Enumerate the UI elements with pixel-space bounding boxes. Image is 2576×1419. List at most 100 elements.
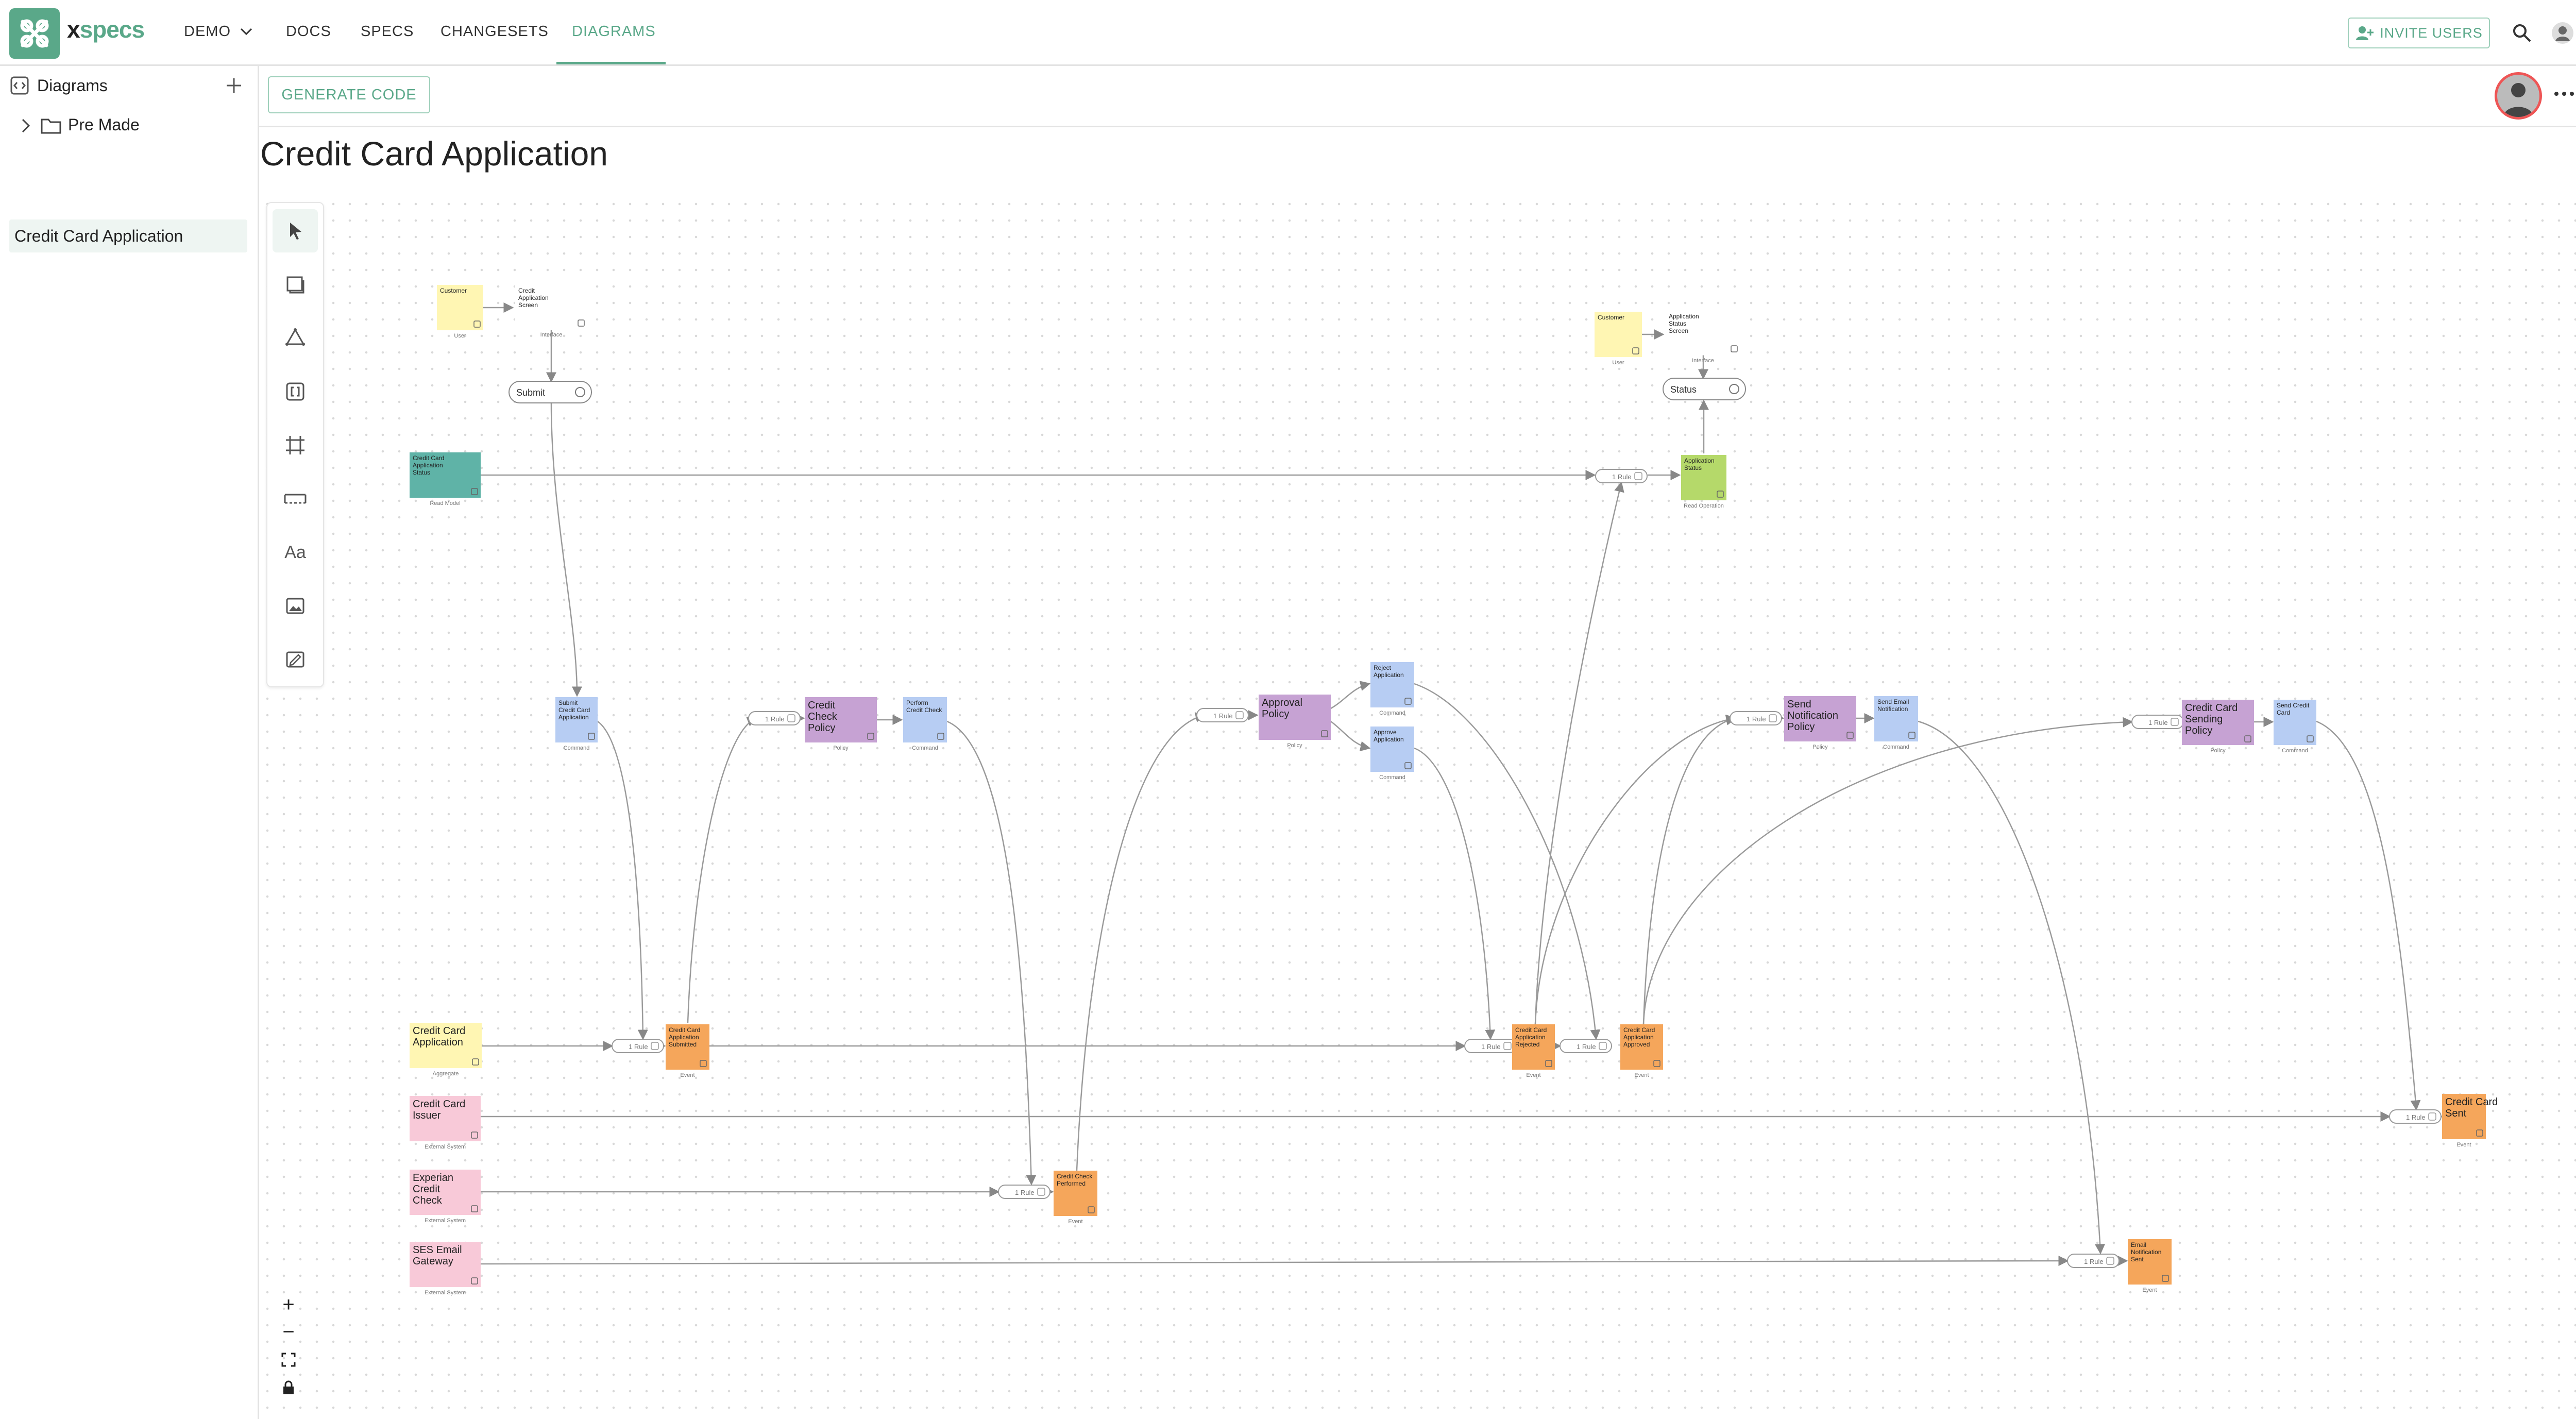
rule-settings-icon[interactable] — [2106, 1257, 2114, 1265]
node-code-icon[interactable] — [1731, 345, 1738, 352]
connector-arrow[interactable] — [946, 720, 1037, 1186]
rule-pill[interactable]: 1 Rule — [1730, 711, 1782, 725]
node-code-icon[interactable] — [2476, 1129, 2483, 1137]
sidebar-folder-pre-made[interactable]: Pre Made — [68, 115, 140, 134]
rule-pill[interactable]: 1 Rule — [612, 1039, 664, 1053]
node-code-icon[interactable] — [1404, 762, 1412, 769]
connector-arrow[interactable] — [1076, 712, 1206, 1171]
connector-arrow[interactable] — [687, 716, 758, 1023]
rule-settings-icon[interactable] — [1235, 711, 1244, 719]
node-code-icon[interactable] — [472, 1058, 479, 1066]
node-code-icon[interactable] — [473, 320, 481, 328]
rule-settings-icon[interactable] — [1037, 1188, 1045, 1196]
rule-settings-icon[interactable] — [787, 714, 795, 722]
rule-pill[interactable]: 1 Rule — [1196, 708, 1249, 722]
connector-arrow[interactable] — [1642, 715, 1737, 1025]
workspace-selector[interactable]: DEMO — [184, 23, 253, 40]
sticky-note-tool-icon[interactable] — [282, 271, 309, 298]
shape-tool-icon[interactable] — [282, 325, 309, 351]
rule-settings-icon[interactable] — [1769, 714, 1777, 722]
sketch-tool-icon[interactable] — [282, 646, 309, 673]
fit-view-button[interactable] — [281, 1352, 296, 1367]
connector-arrow[interactable] — [2316, 720, 2421, 1111]
nav-changesets[interactable]: CHANGESETS — [440, 23, 549, 40]
node-code-icon[interactable] — [1846, 732, 1854, 739]
node-code-icon[interactable] — [1088, 1206, 1095, 1213]
diagram-canvas[interactable] — [259, 196, 2576, 1419]
code-block-tool-icon[interactable] — [282, 378, 309, 405]
node-code-icon[interactable] — [588, 733, 595, 740]
node-code-icon[interactable] — [1545, 1060, 1552, 1067]
user-avatar-icon[interactable] — [2551, 22, 2574, 44]
node-code-icon[interactable] — [471, 488, 478, 495]
rule-pill[interactable]: 1 Rule — [748, 711, 801, 725]
node-code-icon[interactable] — [2307, 735, 2314, 742]
gear-icon[interactable] — [575, 387, 585, 397]
sidebar-item-credit-card-application[interactable]: Credit Card Application — [14, 227, 183, 245]
rule-settings-icon[interactable] — [2171, 718, 2179, 726]
chevron-right-icon[interactable] — [20, 116, 32, 135]
rule-pill[interactable]: 1 Rule — [2067, 1254, 2120, 1268]
connector-arrow[interactable] — [1534, 481, 1624, 1025]
connector-arrow[interactable] — [1918, 720, 2106, 1255]
node-code-icon[interactable] — [1632, 347, 1639, 354]
lock-view-button[interactable] — [281, 1380, 296, 1395]
connector-arrow[interactable] — [480, 1256, 2069, 1266]
rule-settings-icon[interactable] — [651, 1042, 659, 1050]
select-tool-icon[interactable] — [282, 217, 309, 244]
text-tool-icon[interactable]: Aa — [284, 542, 306, 562]
rule-pill[interactable]: 1 Rule — [1595, 469, 1648, 483]
rule-settings-icon[interactable] — [1599, 1042, 1607, 1050]
rule-pill[interactable]: 1 Rule — [2131, 715, 2184, 729]
connector-arrow[interactable] — [1534, 714, 1737, 1025]
zoom-in-button[interactable]: + — [282, 1293, 295, 1316]
connector-arrow[interactable] — [1330, 681, 1371, 710]
gear-icon[interactable] — [1729, 384, 1739, 394]
xspecs-logo-icon[interactable] — [9, 8, 60, 59]
nav-specs[interactable]: SPECS — [361, 23, 414, 40]
rule-pill[interactable]: 1 Rule — [998, 1185, 1050, 1199]
node-code-icon[interactable] — [937, 733, 944, 740]
node-code-icon[interactable] — [2244, 735, 2251, 742]
connector-arrow[interactable] — [1414, 747, 1496, 1040]
node-code-icon[interactable] — [578, 319, 585, 327]
zoom-out-button[interactable]: − — [282, 1320, 295, 1343]
node-code-icon[interactable] — [700, 1060, 707, 1067]
diagram-node[interactable]: Status — [1663, 378, 1746, 400]
nav-diagrams[interactable]: DIAGRAMS — [572, 23, 656, 40]
diagram-node[interactable]: Submit — [509, 381, 592, 403]
node-code-icon[interactable] — [471, 1205, 478, 1212]
connector-arrow[interactable] — [1642, 717, 2133, 1025]
connector-arrow[interactable] — [1330, 720, 1371, 752]
connector-arrow[interactable] — [550, 402, 582, 697]
invite-users-button[interactable]: INVITE USERS — [2348, 18, 2490, 48]
rule-settings-icon[interactable] — [2428, 1112, 2436, 1121]
rule-pill[interactable]: 1 Rule — [1560, 1039, 1612, 1053]
node-code-icon[interactable] — [1404, 698, 1412, 705]
add-diagram-icon[interactable] — [225, 76, 243, 95]
node-code-icon[interactable] — [1321, 730, 1328, 737]
nav-docs[interactable]: DOCS — [286, 23, 331, 40]
rule-pill[interactable]: 1 Rule — [2389, 1109, 2442, 1124]
swimlane-tool-icon[interactable] — [282, 485, 309, 512]
